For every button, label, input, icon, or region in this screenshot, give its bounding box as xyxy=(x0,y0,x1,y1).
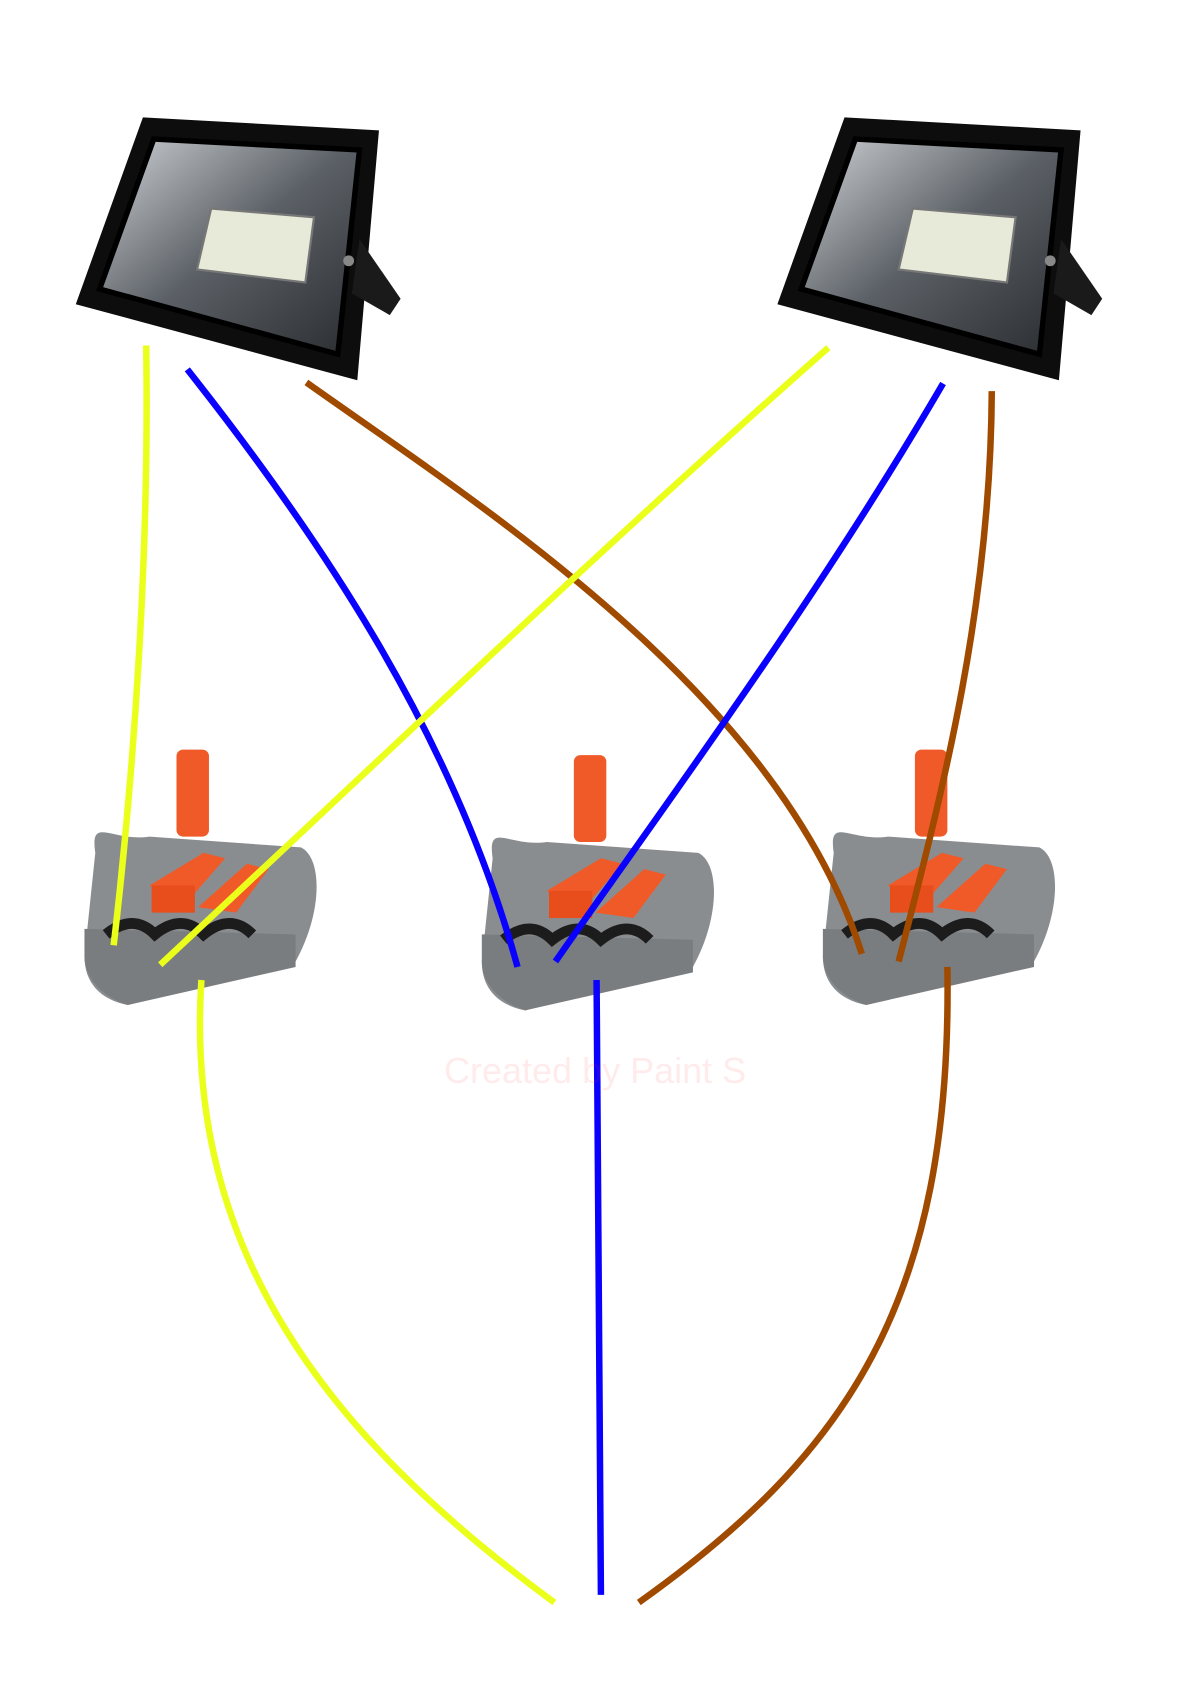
wire-earth-supply xyxy=(636,966,951,1606)
wire-live-right-lamp xyxy=(158,345,831,968)
floodlight-left xyxy=(76,117,401,380)
wire-live-supply xyxy=(196,979,557,1606)
floodlight-right xyxy=(777,117,1102,380)
wire-neutral-supply xyxy=(593,979,605,1595)
wire-live-left-lamp xyxy=(110,345,150,946)
wire-earth-right-lamp xyxy=(895,391,996,963)
wire-earth-left-lamp xyxy=(304,379,865,955)
wire-neutral-left-lamp xyxy=(184,367,521,968)
connector-middle xyxy=(482,755,714,1010)
wire-neutral-right-lamp xyxy=(552,381,946,964)
watermark-text: Created by Paint S xyxy=(444,1050,747,1091)
